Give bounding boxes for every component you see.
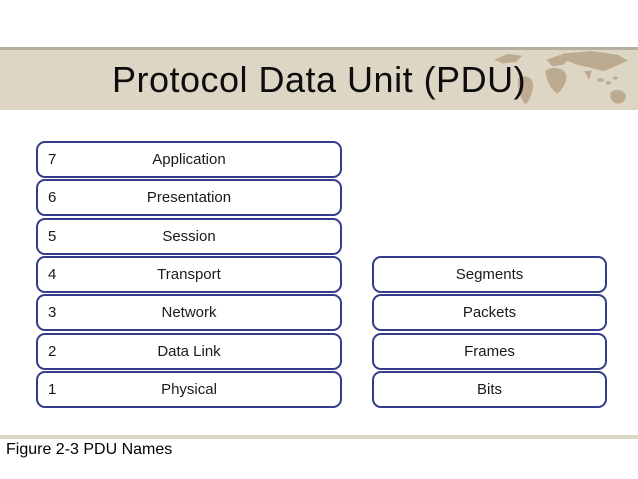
osi-layer-presentation: 6 Presentation bbox=[36, 179, 342, 216]
pdu-box-frames: Frames bbox=[372, 333, 607, 370]
osi-layer-network: 3 Network bbox=[36, 294, 342, 331]
pdu-label: Segments bbox=[455, 266, 524, 283]
layer-label: Transport bbox=[157, 266, 221, 283]
layer-label: Session bbox=[162, 228, 216, 245]
osi-layer-physical: 1 Physical bbox=[36, 371, 342, 408]
banner-top-divider bbox=[0, 47, 638, 50]
pdu-label: Packets bbox=[462, 304, 517, 321]
layer-label: Application bbox=[152, 151, 226, 168]
pdu-label: Frames bbox=[464, 343, 515, 360]
world-map-icon bbox=[494, 50, 628, 105]
layer-number: 4 bbox=[48, 266, 57, 283]
layer-number: 3 bbox=[48, 304, 57, 321]
layer-number: 2 bbox=[48, 343, 57, 360]
figure-caption: Figure 2-3 PDU Names bbox=[6, 441, 173, 458]
layer-number: 1 bbox=[48, 381, 57, 398]
pdu-box-packets: Packets bbox=[372, 294, 607, 331]
pdu-box-bits: Bits bbox=[372, 371, 607, 408]
osi-layer-transport: 4 Transport bbox=[36, 256, 342, 293]
layer-number: 6 bbox=[48, 189, 57, 206]
layer-number: 5 bbox=[48, 228, 57, 245]
title-banner bbox=[0, 50, 638, 110]
osi-layer-session: 5 Session bbox=[36, 218, 342, 255]
layer-label: Physical bbox=[161, 381, 217, 398]
layer-label: Presentation bbox=[146, 189, 232, 206]
pdu-label: Bits bbox=[476, 381, 502, 398]
footer-divider bbox=[0, 435, 638, 439]
osi-layer-application: 7 Application bbox=[36, 141, 342, 178]
layer-number: 7 bbox=[48, 151, 57, 168]
layer-label: Network bbox=[161, 304, 217, 321]
pdu-box-segments: Segments bbox=[372, 256, 607, 293]
layer-label: Data Link bbox=[157, 343, 221, 360]
page-title: Protocol Data Unit (PDU) bbox=[111, 59, 527, 100]
osi-layer-data-link: 2 Data Link bbox=[36, 333, 342, 370]
